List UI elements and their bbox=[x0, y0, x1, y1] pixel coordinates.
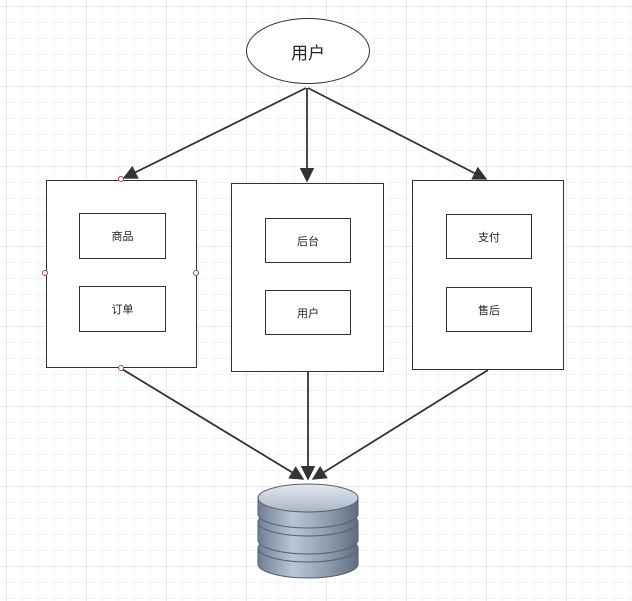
payment-label: 支付 bbox=[478, 230, 500, 244]
after-sales-label: 售后 bbox=[478, 303, 500, 317]
backend-label: 后台 bbox=[297, 234, 319, 248]
resize-handle-bottom[interactable] bbox=[118, 365, 124, 371]
right-group-container[interactable]: 支付 售后 bbox=[412, 180, 564, 370]
user-inner-node[interactable]: 用户 bbox=[265, 290, 351, 335]
after-sales-node[interactable]: 售后 bbox=[446, 287, 532, 332]
edge-left-to-db bbox=[121, 368, 305, 480]
left-group-container[interactable]: 商品 订单 bbox=[46, 180, 197, 368]
backend-node[interactable]: 后台 bbox=[265, 218, 351, 263]
order-label: 订单 bbox=[111, 303, 134, 316]
resize-handle-left[interactable] bbox=[42, 270, 48, 276]
resize-handle-top[interactable] bbox=[118, 176, 124, 182]
resize-handle-right[interactable] bbox=[193, 270, 199, 276]
edge-user-to-left bbox=[122, 87, 307, 179]
user-ellipse-node[interactable]: 用户 bbox=[246, 18, 370, 84]
payment-node[interactable]: 支付 bbox=[446, 214, 532, 259]
user-ellipse-label: 用户 bbox=[291, 43, 325, 64]
edge-user-to-right bbox=[307, 87, 488, 180]
middle-group-container[interactable]: 后台 用户 bbox=[231, 183, 384, 372]
product-node[interactable]: 商品 bbox=[79, 213, 166, 259]
edge-right-to-db bbox=[311, 369, 489, 480]
database-icon[interactable] bbox=[254, 480, 362, 586]
user-inner-label: 用户 bbox=[297, 306, 319, 320]
order-node[interactable]: 订单 bbox=[79, 286, 166, 332]
product-label: 商品 bbox=[111, 230, 134, 243]
